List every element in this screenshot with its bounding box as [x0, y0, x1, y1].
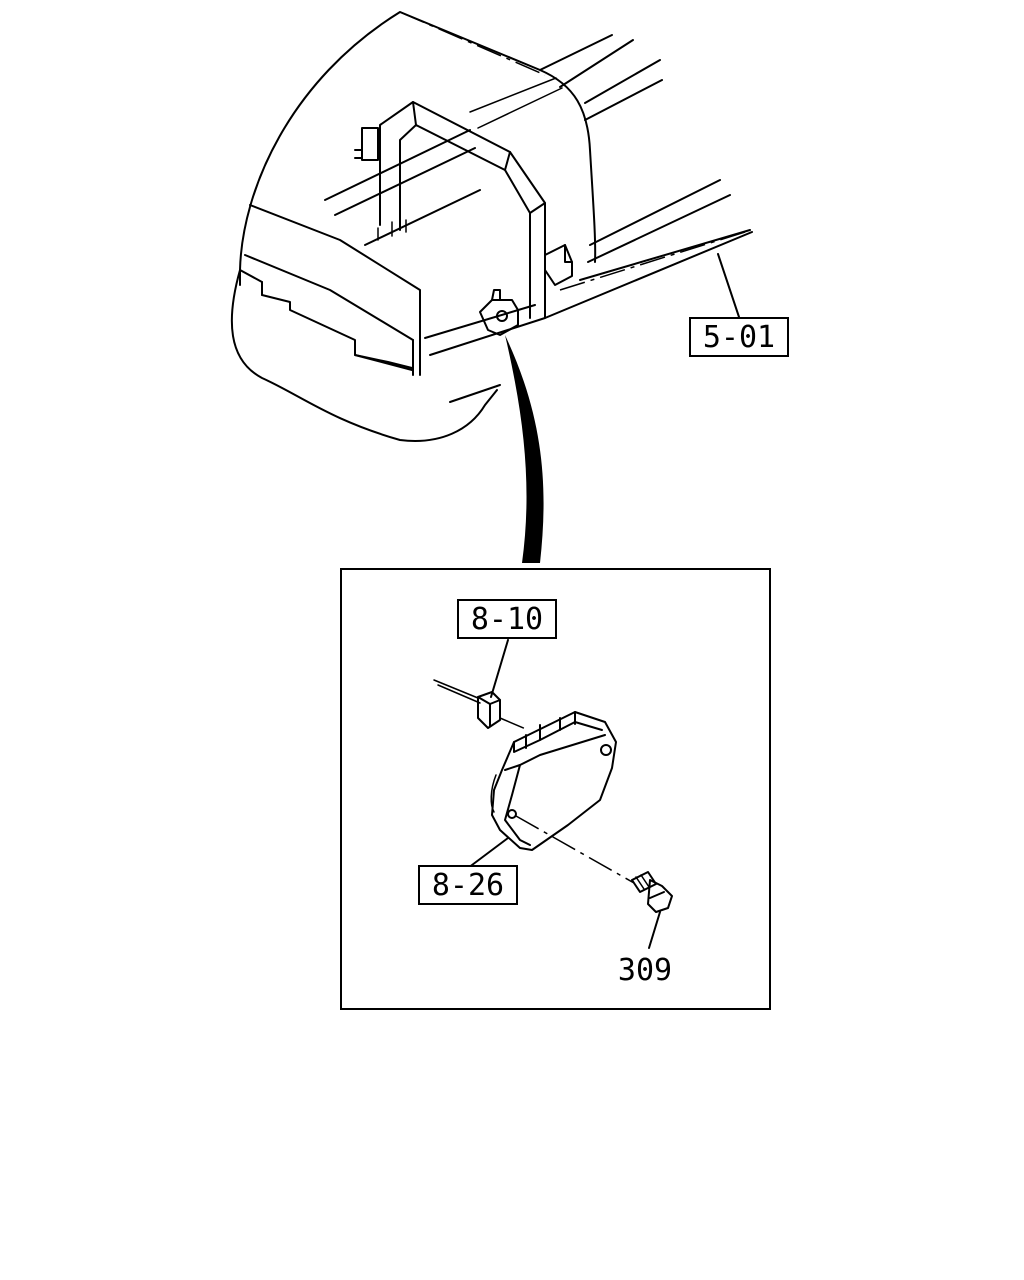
- vehicle-overview: 5-01: [230, 11, 789, 442]
- callout-box-5-01: [689, 317, 789, 357]
- callout-309: 309: [618, 953, 672, 988]
- roof-bracket: [379, 101, 546, 319]
- callout-8-26: 8-26: [432, 868, 504, 903]
- callout-box-8-10: [457, 599, 557, 639]
- leader-5-01: [717, 253, 741, 321]
- bolt: [631, 871, 673, 913]
- sensor-mount-location: [479, 299, 519, 336]
- detail-frame: [340, 568, 771, 1010]
- rear-panel: [249, 204, 421, 376]
- connector: [477, 691, 501, 729]
- detail-pointer: [505, 335, 544, 563]
- callout-box-8-26: [418, 865, 518, 905]
- control-module: [490, 711, 617, 851]
- callout-5-01: 5-01: [703, 320, 775, 355]
- leader-309: [648, 911, 661, 949]
- detail-inset: 8-10 8-26 30: [340, 568, 771, 1010]
- body-outline: [239, 11, 597, 271]
- callout-8-10: 8-10: [471, 602, 543, 637]
- wire-harness: [433, 679, 481, 704]
- leader-8-10: [490, 639, 509, 698]
- leader-8-26: [467, 837, 509, 869]
